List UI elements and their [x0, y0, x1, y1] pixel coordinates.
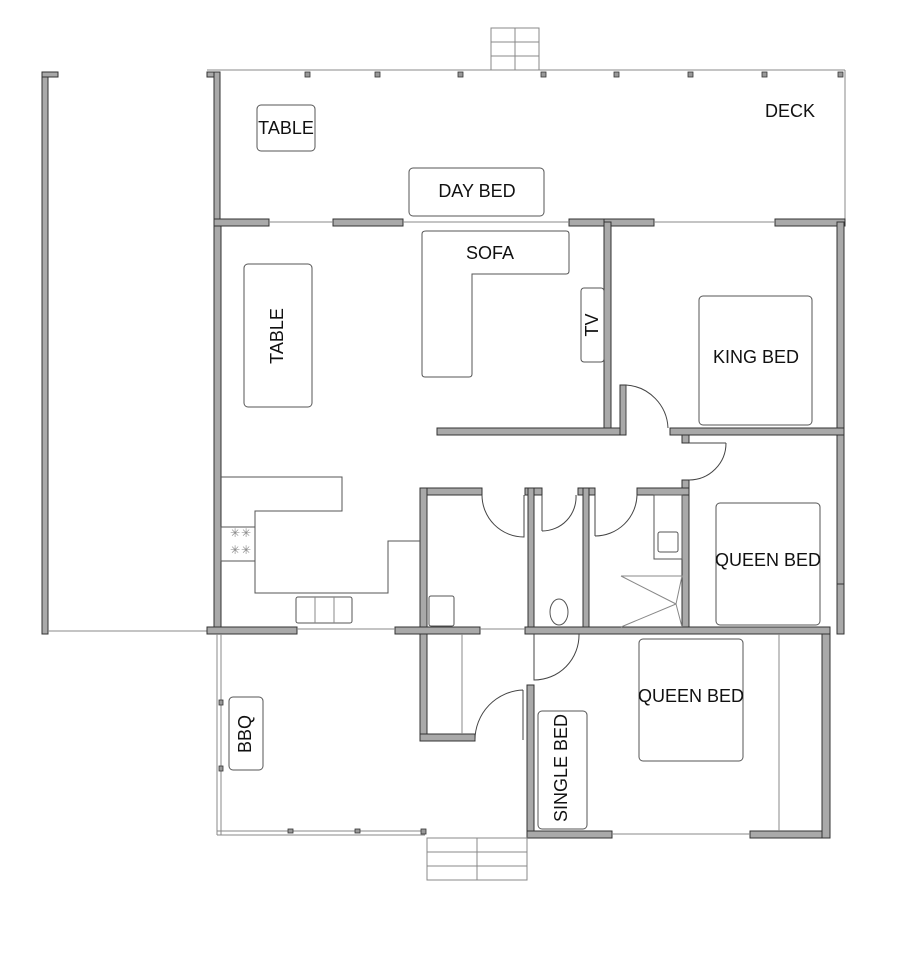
- queen-bed-2: QUEEN BED: [638, 638, 744, 762]
- single-bed: SINGLE BED: [537, 710, 588, 830]
- deck-label: DECK: [765, 101, 815, 121]
- queen-bed-1: QUEEN BED: [715, 502, 821, 626]
- svg-text:✳: ✳: [241, 543, 251, 557]
- svg-text:✳: ✳: [241, 526, 251, 540]
- kitchen: ✳ ✳ ✳ ✳: [220, 476, 683, 628]
- bottom-veranda: [216, 634, 528, 881]
- queen-bed-1-label: QUEEN BED: [715, 550, 821, 570]
- tv: TV: [580, 287, 605, 363]
- sofa: SOFA: [421, 230, 570, 378]
- deck-outline: [207, 69, 846, 222]
- dining-table: TABLE: [243, 263, 313, 408]
- bbq: BBQ: [228, 696, 264, 771]
- top-stairs: [490, 27, 540, 71]
- queen-bed-2-label: QUEEN BED: [638, 686, 744, 706]
- deck-table-label: TABLE: [258, 118, 314, 138]
- deck-table: TABLE: [256, 104, 316, 152]
- dining-table-label: TABLE: [267, 308, 287, 364]
- walls: [41, 71, 846, 839]
- day-bed: DAY BED: [408, 167, 545, 217]
- svg-text:✳: ✳: [230, 543, 240, 557]
- doors: [461, 384, 727, 741]
- svg-text:✳: ✳: [230, 526, 240, 540]
- sofa-label: SOFA: [466, 243, 514, 263]
- single-bed-label: SINGLE BED: [551, 714, 571, 822]
- bbq-label: BBQ: [235, 715, 255, 753]
- king-bed-label: KING BED: [713, 347, 799, 367]
- tv-label: TV: [582, 313, 602, 336]
- king-bed: KING BED: [698, 295, 813, 426]
- day-bed-label: DAY BED: [438, 181, 515, 201]
